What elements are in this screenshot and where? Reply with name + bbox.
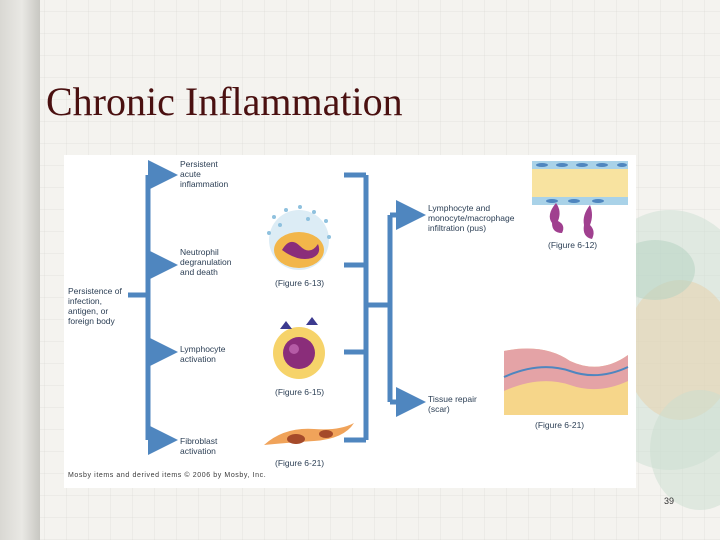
copyright-credit: Mosby items and derived items © 2006 by … xyxy=(68,472,267,479)
figure-ref-6-21-fibroblast: (Figure 6-21) xyxy=(275,458,325,468)
figure-ref-6-21-scar: (Figure 6-21) xyxy=(535,420,585,430)
page-number: 39 xyxy=(664,496,675,506)
outcome-1: Lymphocyte and monocyte/macrophage infil… xyxy=(428,203,515,233)
middle-item-4: Fibroblast activation xyxy=(180,436,218,456)
scar-tissue-illustration xyxy=(503,348,629,415)
slide-title: Chronic Inflammation xyxy=(46,79,403,124)
neutrophil-illustration xyxy=(267,205,331,270)
flow-arrows xyxy=(128,160,629,455)
figure-ref-6-12: (Figure 6-12) xyxy=(548,240,598,250)
lymphocyte-illustration xyxy=(273,317,325,379)
figure-ref-6-15: (Figure 6-15) xyxy=(275,387,325,397)
figure-ref-6-13: (Figure 6-13) xyxy=(275,278,325,288)
middle-item-3: Lymphocyte activation xyxy=(180,344,226,364)
outcome-2: Tissue repair (scar) xyxy=(428,394,477,414)
inflammation-figure: Persistence of infection, antigen, or fo… xyxy=(64,155,636,488)
vessel-illustration xyxy=(532,161,628,239)
fibroblast-illustration xyxy=(264,423,354,445)
middle-item-1: Persistent acute inflammation xyxy=(180,159,229,189)
left-decorative-strip xyxy=(0,0,40,540)
middle-item-2: Neutrophil degranulation and death xyxy=(180,247,232,277)
source-label: Persistence of infection, antigen, or fo… xyxy=(68,286,122,326)
